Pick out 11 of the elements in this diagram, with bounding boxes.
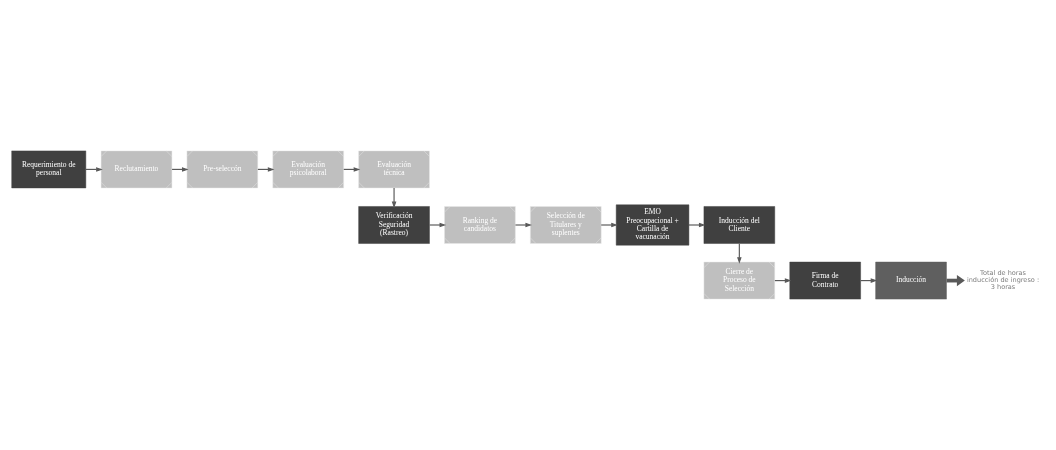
node-box: Inducción del Cliente	[703, 206, 775, 244]
arrow	[600, 222, 618, 228]
node-box: Requerimiento de personal	[11, 150, 87, 189]
arrow	[688, 222, 706, 228]
arrow	[429, 222, 447, 228]
node-box: EMO Preocupacional + Cartilla de vacunación	[615, 204, 690, 246]
node-box: Firma de Contrato	[789, 261, 861, 300]
arrow	[391, 187, 397, 209]
node-box: Verificación Seguridad (Rastreo)	[358, 206, 430, 244]
node-box: Inducción	[875, 261, 947, 300]
arrow	[514, 222, 532, 228]
